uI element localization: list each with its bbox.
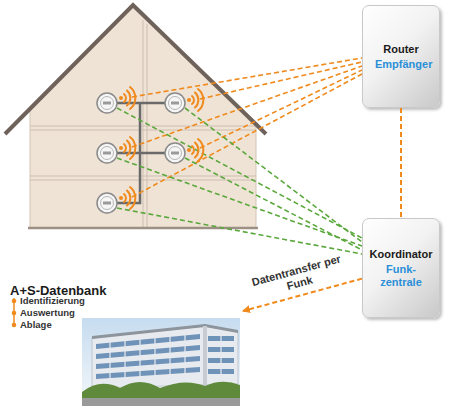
smoke-detectors [97, 93, 185, 213]
connector-label: Datentransfer per Funk [246, 252, 349, 303]
node-subtitle: Funk- zentrale [375, 263, 427, 289]
list-bullets [12, 298, 17, 327]
list-item: Auswertung [20, 307, 75, 319]
house-floors [30, 20, 256, 228]
detector-wiring [117, 103, 165, 203]
node-title: Koordinator [370, 248, 433, 261]
house-roof [5, 5, 266, 134]
house-wall [30, 8, 256, 228]
building-photo [82, 318, 240, 406]
list-item: Ablage [20, 319, 52, 331]
router-box: RouterEmpfänger [362, 5, 440, 108]
radio-link-coordinator [117, 108, 362, 254]
radio-connector [400, 108, 402, 218]
coordinator-box: KoordinatorFunk- zentrale [362, 218, 440, 318]
list-item: Identifizierung [20, 295, 85, 307]
wifi-symbols [119, 87, 203, 209]
database-block: A+S-DatenbankIdentifizierungAuswertungAb… [5, 280, 243, 407]
node-subtitle: Empfänger [375, 58, 427, 71]
node-title: Router [383, 43, 418, 56]
